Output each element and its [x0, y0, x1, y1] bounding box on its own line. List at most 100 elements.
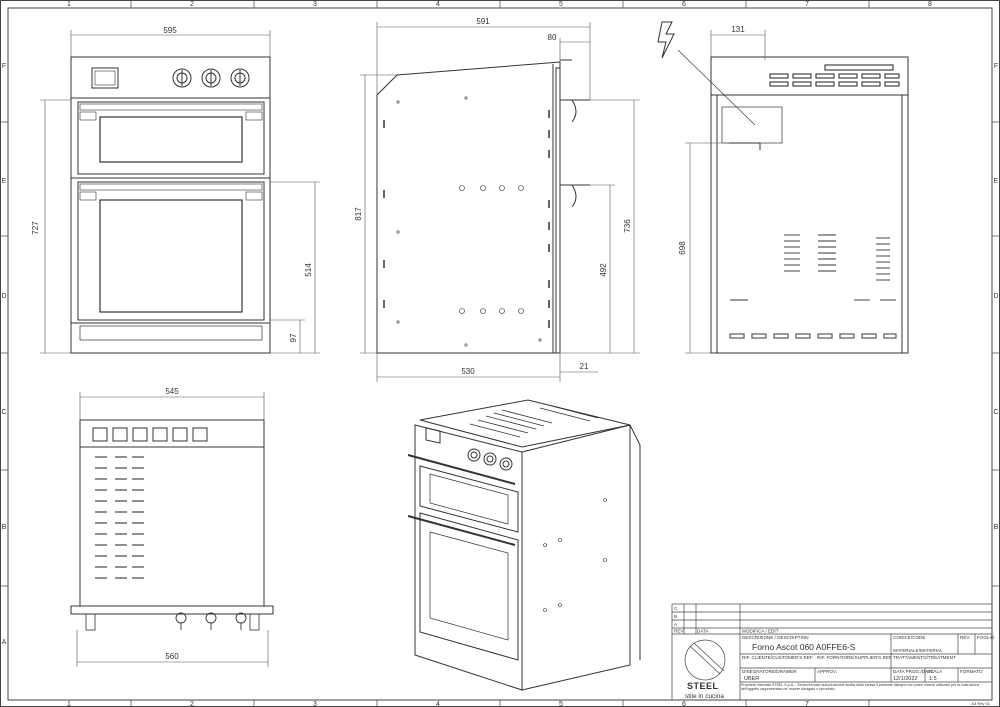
bottom-knobs [175, 612, 247, 630]
dim-front-height: 727 [31, 221, 40, 235]
control-knob-1 [172, 68, 192, 88]
codice-label: CODICE/CODE [893, 635, 925, 640]
date-value: 12/1/2022 [893, 676, 917, 682]
product-name: Forno Ascot 060 A0FFE6-S [752, 642, 856, 652]
trattamento-label: TRATTAMENTO/TREATMENT [893, 655, 956, 660]
iso-front [414, 424, 523, 691]
dataprog-label: DATA PROG./DATE [893, 669, 934, 674]
upper-oven-door [77, 101, 265, 175]
col-label-bottom: 1 [67, 701, 71, 707]
dim-side-depth-top: 591 [476, 17, 490, 26]
dim-bottom-width-bottom: 560 [165, 652, 179, 661]
title-block-text: C B A REV DATA MODIFICA / EDIT DESCRIZIO… [674, 606, 995, 682]
iso-upper-door [419, 465, 519, 533]
dim-bottom-width-top: 545 [165, 387, 179, 396]
iso-upper-handle [407, 454, 516, 485]
rear-dimension-labels: 131 698 [678, 25, 745, 255]
scale-value: 1:5 [929, 676, 937, 682]
vent-grid [95, 456, 144, 579]
col-label-bottom: 5 [559, 701, 563, 707]
bottom-view [70, 419, 274, 631]
iso-lower-door [419, 512, 519, 661]
rear-view [710, 56, 909, 354]
col-label-top: 5 [559, 1, 563, 8]
side-view-dimensions [360, 22, 640, 382]
col-label-bottom: 6 [682, 701, 686, 707]
iso-lower-handle [407, 515, 516, 546]
col-label-top: 7 [805, 1, 809, 8]
desc-label: DESCRIZIONE / DESCRIPTION [742, 635, 809, 640]
dim-side-handle: 80 [548, 33, 557, 42]
row-label-right: D [993, 293, 998, 300]
row-label-right: C [993, 409, 998, 416]
col-label-top: 2 [190, 1, 194, 8]
disegnatore-label: DISEGNATORE/DRAWER [742, 669, 797, 674]
iso-top [419, 399, 631, 448]
dim-side-h-right: 736 [623, 219, 632, 233]
dim-side-depth-bottom: 530 [461, 367, 475, 376]
approv-label: APPROV. [817, 669, 837, 674]
dim-side-offset: 21 [580, 362, 589, 371]
rev-header-rev: REV [674, 629, 684, 634]
iso-knobs [467, 448, 513, 471]
footer-code: A3 Rev 01 [971, 701, 990, 706]
rev-letter: C [674, 606, 678, 611]
dim-front-width: 595 [163, 26, 177, 35]
bottom-dimension-labels: 545 560 [165, 387, 179, 661]
fornitore-label: RIF. FORNITORE/SUPPLIER'S REF. [817, 655, 893, 660]
rev-letter: A [674, 622, 678, 627]
foglio-label: FOGLIO [977, 635, 995, 640]
cliente-label: RIF. CLIENTE/CUSTOMER'S REF. [742, 655, 814, 660]
row-label-left: C [1, 409, 6, 416]
row-label-right: B [994, 524, 999, 531]
col-label-top: 3 [313, 1, 317, 8]
drawer-value: UBER [744, 676, 759, 682]
row-label-right: F [994, 63, 998, 70]
materiale-label: MATERIALE/MATERIAL [893, 648, 943, 653]
dim-front-mid: 514 [304, 263, 313, 277]
col-label-top: 1 [67, 1, 71, 8]
rev-header-edit: MODIFICA / EDIT [742, 629, 779, 634]
rev-header-date: DATA [697, 629, 710, 634]
brand-logo-icon [684, 639, 726, 681]
row-label-left: D [1, 293, 6, 300]
row-label-right: E [994, 178, 999, 185]
dim-side-height: 817 [354, 207, 363, 221]
col-label-bottom: 4 [436, 701, 440, 707]
col-label-top: 4 [436, 1, 440, 8]
iso-side [521, 424, 631, 691]
row-label-left: F [2, 63, 6, 70]
rev-label: REV. [960, 635, 970, 640]
control-knob-2 [201, 68, 221, 88]
rear-panel-plate [721, 106, 783, 144]
col-label-bottom: 3 [313, 701, 317, 707]
isometric-view [407, 399, 641, 691]
rear-view-dimensions [685, 30, 766, 354]
brand-tagline: stile in cucina [685, 693, 724, 700]
col-label-top: 8 [928, 1, 932, 8]
col-label-bottom: 7 [805, 701, 809, 707]
disclaimer-box: Proprieta' riservata STEEL S.p.A. - Senz… [741, 683, 980, 692]
col-label-bottom: 2 [190, 701, 194, 707]
side-dimension-labels: 591 80 817 736 492 530 21 [354, 17, 632, 376]
control-knob-3 [230, 68, 250, 88]
scala-label: SCALA [927, 669, 943, 674]
rev-letter: B [674, 614, 677, 619]
display-panel [91, 67, 119, 89]
section-arrow-icon [657, 21, 756, 126]
front-view-dimensions [40, 30, 320, 354]
brand-name: STEEL [687, 681, 719, 691]
dim-front-base: 97 [289, 333, 298, 342]
formato-label: FORMATO [960, 669, 983, 674]
lower-oven-door [77, 181, 265, 321]
col-label-top: 6 [682, 1, 686, 8]
dim-rear-height: 698 [678, 241, 687, 255]
side-view [376, 59, 590, 354]
disclaimer-text: Proprieta' riservata STEEL S.p.A. - Senz… [741, 683, 980, 692]
front-dimension-labels: 595 727 514 97 [31, 26, 313, 342]
row-label-left: E [2, 178, 7, 185]
front-view [70, 56, 271, 354]
